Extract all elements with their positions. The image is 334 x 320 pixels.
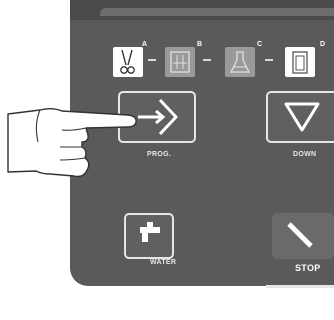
down-button[interactable] bbox=[266, 91, 334, 143]
step-a-indicator bbox=[113, 47, 143, 77]
step-connector bbox=[203, 59, 211, 61]
flask-icon bbox=[225, 47, 255, 77]
step-connector bbox=[265, 59, 273, 61]
stop-label: STOP bbox=[295, 263, 321, 273]
step-c-letter: C bbox=[257, 41, 262, 48]
water-button[interactable] bbox=[124, 213, 174, 259]
cylinder-icon bbox=[285, 47, 315, 77]
down-label: DOWN bbox=[293, 151, 316, 158]
pointing-hand-icon bbox=[0, 102, 140, 192]
faucet-icon bbox=[126, 215, 172, 257]
step-connector bbox=[148, 59, 156, 61]
step-c-indicator bbox=[225, 47, 255, 77]
step-b-letter: B bbox=[197, 41, 202, 48]
container-bath-icon bbox=[165, 47, 195, 77]
step-a-letter: A bbox=[142, 41, 147, 48]
scissors-forceps-icon bbox=[113, 47, 143, 77]
water-label: WATER bbox=[150, 259, 176, 266]
step-b-indicator bbox=[165, 47, 195, 77]
step-d-letter: D bbox=[320, 41, 325, 48]
stop-button[interactable] bbox=[272, 213, 334, 259]
step-d-indicator bbox=[285, 47, 315, 77]
prog-label: PROG. bbox=[147, 151, 171, 158]
panel-top-strip bbox=[100, 8, 334, 16]
diagonal-slash-icon bbox=[274, 215, 332, 257]
stop-underline bbox=[266, 285, 334, 288]
triangle-down-icon bbox=[268, 93, 334, 141]
